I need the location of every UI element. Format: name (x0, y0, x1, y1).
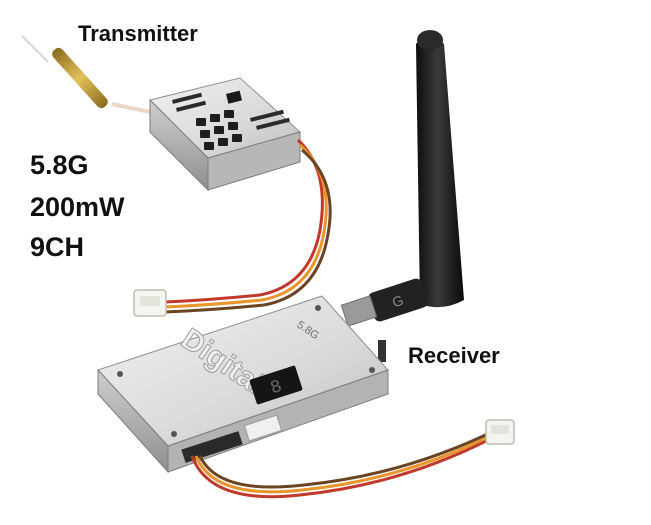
power-label: 200mW (30, 192, 125, 222)
channels-label: 9CH (30, 232, 85, 262)
channel-display: 8 (249, 365, 303, 405)
receiver-cable (190, 428, 497, 499)
receiver-antenna: G (340, 30, 464, 362)
receiver-label: Receiver (408, 343, 500, 368)
transmitter-cable (164, 138, 332, 314)
transmitter-antenna (21, 35, 151, 114)
svg-text:G: G (390, 292, 405, 311)
transmitter-module (149, 77, 302, 192)
transmitter-label: Transmitter (78, 21, 198, 46)
transmitter-connector (133, 289, 167, 317)
receiver-module: Digital 5.8G 8 (97, 295, 389, 474)
receiver-connector (485, 419, 515, 445)
frequency-label: 5.8G (30, 150, 89, 180)
